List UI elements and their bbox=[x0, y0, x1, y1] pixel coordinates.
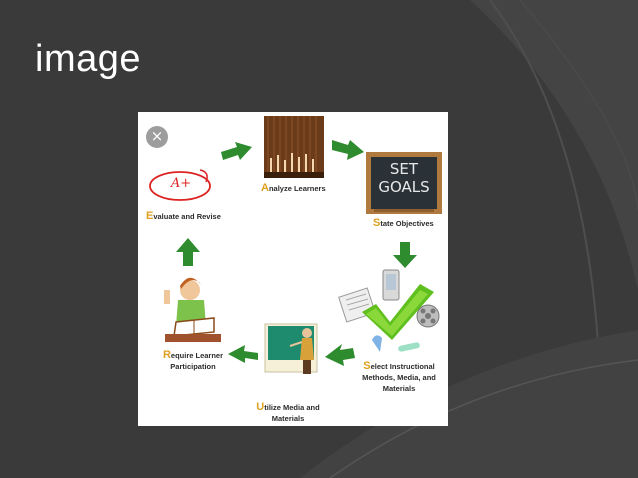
slide-title: image bbox=[35, 38, 141, 80]
teacher-at-board-image bbox=[264, 323, 318, 374]
step-label-analyze: Analyze Learners bbox=[261, 182, 326, 194]
step-label-utilize-media: Utilize Media and Materials bbox=[256, 401, 320, 424]
close-icon[interactable]: × bbox=[146, 126, 168, 148]
arrow-right-2 bbox=[332, 140, 364, 160]
select-methods-image bbox=[338, 269, 440, 352]
board-text: SET GOALS bbox=[378, 160, 430, 196]
grade-mark: A+ bbox=[170, 176, 192, 191]
step-label-state-objectives: State Objectives bbox=[373, 217, 434, 229]
step-label-require-participation: Require Learner Participation bbox=[162, 349, 224, 372]
arrow-left-bottom bbox=[325, 344, 355, 366]
arrow-left-lower bbox=[228, 345, 258, 363]
step-label-select-methods: Select Instructional Methods, Media, and… bbox=[362, 360, 436, 394]
step-label-evaluate: Evaluate and Revise bbox=[146, 210, 221, 222]
arrow-right-1 bbox=[221, 142, 252, 160]
analyze-learners-image bbox=[264, 116, 324, 178]
set-goals-board-image bbox=[366, 152, 442, 214]
student-reading-image bbox=[164, 277, 221, 342]
arrow-down-right bbox=[393, 242, 417, 268]
graded-paper-image bbox=[149, 169, 211, 201]
arrow-up-left bbox=[176, 238, 200, 266]
